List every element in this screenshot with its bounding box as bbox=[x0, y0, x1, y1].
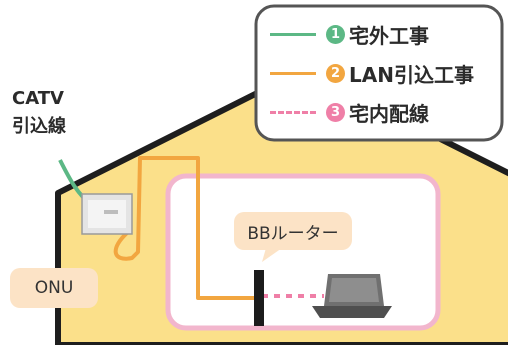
onu-label: ONU bbox=[10, 268, 98, 308]
inner-room bbox=[165, 173, 441, 331]
catv-label-line1: CATV bbox=[12, 88, 64, 109]
router-device bbox=[254, 270, 264, 326]
legend-line-lan bbox=[270, 71, 316, 75]
router-bubble-tail bbox=[262, 248, 282, 262]
legend-item-lan: 2 LAN引込工事 bbox=[270, 60, 474, 87]
onu-device bbox=[81, 193, 133, 235]
laptop-icon bbox=[312, 274, 392, 318]
router-label: BBルーター bbox=[234, 212, 352, 250]
legend-item-outdoor: 1 宅外工事 bbox=[270, 21, 429, 48]
legend-line-indoor bbox=[270, 110, 316, 114]
legend-label-outdoor: 宅外工事 bbox=[349, 23, 429, 48]
lan-cable bbox=[113, 156, 254, 300]
legend-line-outdoor bbox=[270, 32, 316, 36]
legend-number-1: 1 bbox=[326, 24, 345, 44]
legend-number-3: 3 bbox=[326, 102, 345, 122]
catv-label-line2: 引込線 bbox=[12, 116, 66, 137]
legend-item-indoor: 3 宅内配線 bbox=[270, 99, 429, 126]
legend-label-indoor: 宅内配線 bbox=[349, 101, 429, 126]
legend-label-lan: LAN引込工事 bbox=[349, 62, 474, 87]
legend-box bbox=[254, 4, 504, 142]
legend-number-2: 2 bbox=[326, 63, 345, 83]
